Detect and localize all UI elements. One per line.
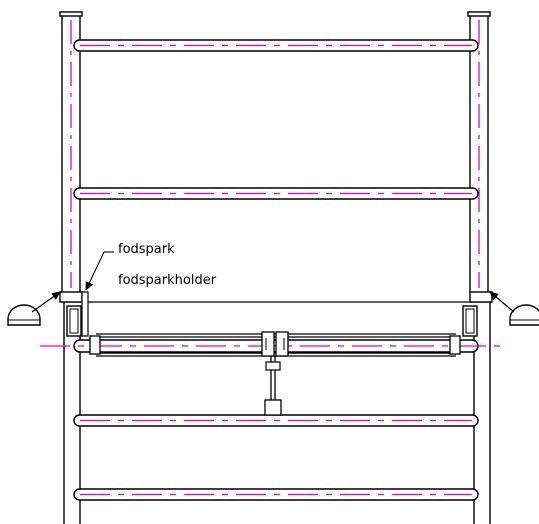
right-upright-upper [467, 11, 491, 292]
coupler-right [449, 335, 461, 355]
label-fodspark: fodspark [118, 242, 175, 257]
right-toeboard-holder [462, 305, 478, 337]
coupler-left [89, 335, 101, 355]
left-upright-upper [59, 11, 83, 292]
fodspark-leader [85, 251, 114, 291]
left-toeboard-holder [66, 305, 82, 337]
right-end-cap [489, 291, 539, 326]
rung-1 [73, 39, 479, 52]
coupler-center [261, 331, 289, 357]
rung-3 [73, 414, 479, 427]
center-tie [264, 356, 282, 416]
toeboard-post [81, 291, 89, 337]
rung-4 [73, 488, 479, 501]
label-fodsparkholder: fodsparkholder [118, 273, 217, 288]
rung-2 [73, 187, 479, 200]
left-end-cap [7, 291, 61, 326]
